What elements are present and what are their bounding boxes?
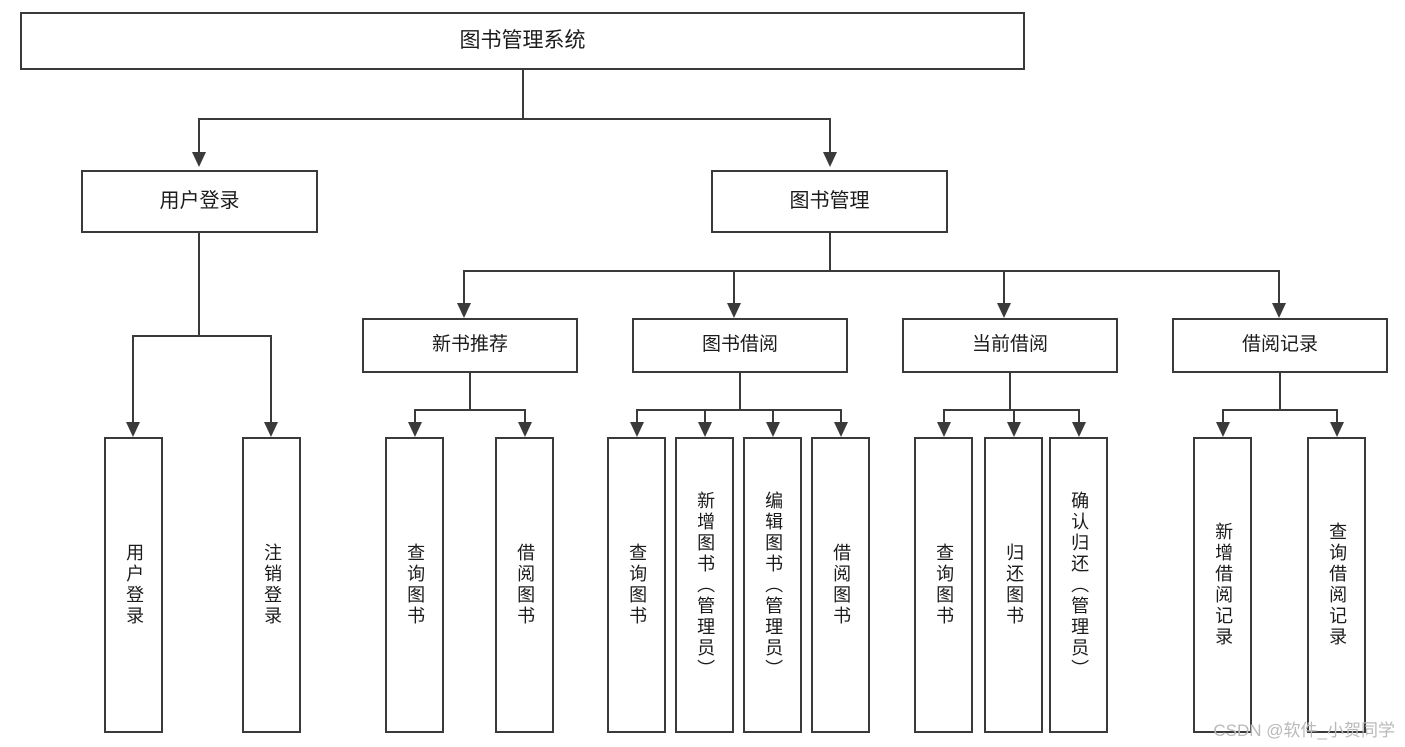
- arrow-to-leaf-add-book: [698, 422, 712, 437]
- arrow-to-leaf-query-book-1: [408, 422, 422, 437]
- node-label: 借阅图书: [831, 543, 852, 627]
- arrow-to-current-borrow: [997, 303, 1011, 318]
- connector-book-borrow-stem: [739, 373, 741, 409]
- node-label: 新增借阅记录: [1213, 522, 1234, 648]
- node-label: 归还图书: [1004, 543, 1025, 627]
- connector-borrow-record-stem: [1279, 373, 1281, 409]
- arrow-to-leaf-edit-book: [766, 422, 780, 437]
- connector-new-book-drop-2: [524, 409, 526, 422]
- connector-book-borrow-drop-4: [840, 409, 842, 422]
- connector-user-login-stem: [198, 233, 200, 335]
- connector-root-stem: [522, 70, 524, 118]
- node-user-login[interactable]: 用户登录: [81, 170, 318, 233]
- node-label: 注销登录: [262, 543, 283, 627]
- connector-bm-drop-borrow-record: [1278, 270, 1280, 303]
- node-leaf-query-borrow-record[interactable]: 查询借阅记录: [1307, 437, 1366, 733]
- connector-book-borrow-drop-1: [636, 409, 638, 422]
- connector-borrow-record-bus: [1222, 409, 1338, 411]
- connector-book-borrow-drop-3: [772, 409, 774, 422]
- arrow-to-leaf-logout: [264, 422, 278, 437]
- node-label: 图书借阅: [701, 334, 778, 356]
- node-label: 当前借阅: [971, 334, 1048, 356]
- connector-root-to-book-management: [829, 118, 831, 152]
- node-label: 查询图书: [627, 543, 648, 627]
- connector-book-borrow-drop-2: [704, 409, 706, 422]
- node-leaf-add-borrow-record[interactable]: 新增借阅记录: [1193, 437, 1252, 733]
- connector-borrow-record-drop-2: [1336, 409, 1338, 422]
- arrow-to-leaf-user-login: [126, 422, 140, 437]
- arrow-to-book-borrow: [727, 303, 741, 318]
- connector-user-login-drop-2: [270, 335, 272, 422]
- connector-current-borrow-drop-2: [1013, 409, 1015, 422]
- arrow-to-leaf-borrow-book-1: [518, 422, 532, 437]
- arrow-to-leaf-return-book: [1007, 422, 1021, 437]
- node-leaf-query-book-current[interactable]: 查询图书: [914, 437, 973, 733]
- connector-new-book-drop-1: [414, 409, 416, 422]
- node-label: 查询图书: [405, 543, 426, 627]
- node-book-borrow[interactable]: 图书借阅: [632, 318, 848, 373]
- node-borrow-record[interactable]: 借阅记录: [1172, 318, 1388, 373]
- connector-bm-drop-new-book: [463, 270, 465, 303]
- arrow-to-leaf-borrow-book-2: [834, 422, 848, 437]
- connector-current-borrow-stem: [1009, 373, 1011, 409]
- connector-borrow-record-drop-1: [1222, 409, 1224, 422]
- connector-bm-drop-book-borrow: [733, 270, 735, 303]
- node-leaf-query-book-borrow[interactable]: 查询图书: [607, 437, 666, 733]
- connector-new-book-stem: [469, 373, 471, 409]
- node-label: 用户登录: [159, 189, 240, 212]
- arrow-to-leaf-query-record: [1330, 422, 1344, 437]
- connector-book-management-stem: [829, 233, 831, 270]
- node-leaf-logout[interactable]: 注销登录: [242, 437, 301, 733]
- node-label: 查询借阅记录: [1327, 522, 1348, 648]
- node-leaf-query-book-recommend[interactable]: 查询图书: [385, 437, 444, 733]
- node-label: 借阅图书: [515, 543, 536, 627]
- connector-user-login-bus: [132, 335, 272, 337]
- arrow-to-leaf-query-book-2: [630, 422, 644, 437]
- node-leaf-return-book[interactable]: 归还图书: [984, 437, 1043, 733]
- node-leaf-edit-book[interactable]: 编辑图书（管理员）: [743, 437, 802, 733]
- node-label: 用户登录: [124, 543, 145, 627]
- node-leaf-user-login[interactable]: 用户登录: [104, 437, 163, 733]
- node-current-borrow[interactable]: 当前借阅: [902, 318, 1118, 373]
- node-label: 确认归还（管理员）: [1069, 490, 1090, 680]
- node-label: 查询图书: [934, 543, 955, 627]
- node-label: 借阅记录: [1241, 334, 1318, 356]
- connector-bm-drop-current-borrow: [1003, 270, 1005, 303]
- node-leaf-add-book[interactable]: 新增图书（管理员）: [675, 437, 734, 733]
- connector-root-to-user-login: [198, 118, 200, 152]
- node-new-book-recommend[interactable]: 新书推荐: [362, 318, 578, 373]
- node-label: 图书管理: [789, 189, 870, 212]
- node-leaf-borrow-book-recommend[interactable]: 借阅图书: [495, 437, 554, 733]
- node-label: 新增图书（管理员）: [695, 490, 716, 680]
- node-book-management[interactable]: 图书管理: [711, 170, 948, 233]
- node-label: 新书推荐: [431, 334, 508, 356]
- arrow-to-leaf-confirm-return: [1072, 422, 1086, 437]
- connector-user-login-drop-1: [132, 335, 134, 422]
- connector-book-management-bus: [463, 270, 1280, 272]
- node-root-book-management-system[interactable]: 图书管理系统: [20, 12, 1025, 70]
- connector-current-borrow-drop-1: [943, 409, 945, 422]
- arrow-to-leaf-query-book-3: [937, 422, 951, 437]
- node-label: 编辑图书（管理员）: [763, 490, 784, 680]
- node-leaf-borrow-book[interactable]: 借阅图书: [811, 437, 870, 733]
- arrow-root-to-user-login: [192, 152, 206, 167]
- connector-book-borrow-bus: [636, 409, 841, 411]
- arrow-to-borrow-record: [1272, 303, 1286, 318]
- connector-new-book-bus: [414, 409, 526, 411]
- arrow-to-new-book-recommend: [457, 303, 471, 318]
- connector-current-borrow-bus: [943, 409, 1079, 411]
- node-leaf-confirm-return[interactable]: 确认归还（管理员）: [1049, 437, 1108, 733]
- connector-current-borrow-drop-3: [1078, 409, 1080, 422]
- node-label: 图书管理系统: [459, 28, 586, 52]
- arrow-to-leaf-add-record: [1216, 422, 1230, 437]
- connector-root-bus: [198, 118, 830, 120]
- arrow-root-to-book-management: [823, 152, 837, 167]
